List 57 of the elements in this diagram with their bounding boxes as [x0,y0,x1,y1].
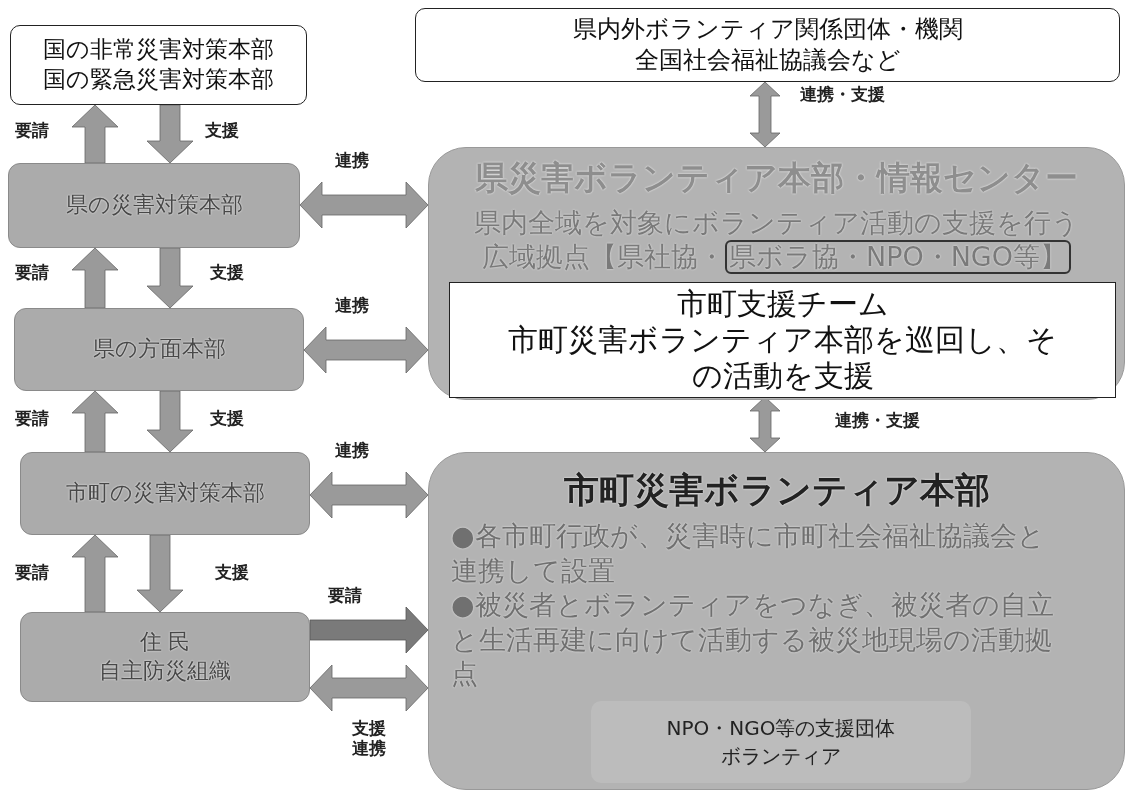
block-arrow [146,247,194,309]
edge-label: 支援 [210,408,244,429]
edge-label: 連携 [335,295,369,316]
block-arrow [299,181,429,229]
block-arrow [309,664,429,712]
bullet-text: ●各市町行政が、災害時に市町社会福祉協議会と連携して設置 [451,519,1046,588]
panel-description: 広域拠点【県社協・ [481,240,725,274]
org-name: 県の災害対策本部 [65,191,243,220]
headquarters-panel [428,452,1125,790]
group-name: NPO・NGO等の支援団体 [666,715,896,742]
edge-label: 要請 [15,562,49,583]
edge-label: 要請 [15,120,49,141]
edge-label: 支援連携 [352,718,387,759]
org-name: 国の緊急災害対策本部 [43,65,274,94]
block-arrow [749,81,781,148]
block-arrow [146,390,194,453]
team-description: 市町災害ボランティア本部を巡回し、その活動を支援 [507,322,1058,394]
edge-label: 連携・支援 [800,84,885,105]
edge-label: 連携 [335,440,369,461]
panel-description: 県内全域を対象にボランティア活動の支援を行う [473,206,1080,240]
team-box [449,282,1116,398]
org-name: 自主防災組織 [99,657,231,685]
org-box [8,163,300,248]
org-box [20,452,310,535]
edge-label: 要請 [15,262,49,283]
org-box [10,25,307,105]
block-arrow [146,104,194,164]
org-name: 国の非常災害対策本部 [43,35,274,65]
block-arrow [309,471,429,519]
org-name: 住 民 [139,628,191,657]
bullet-text: ●被災者とボランティアをつなぎ、被災者の自立と生活再建に向けて活動する被災地現場の活動拠点 [451,588,1055,692]
org-name: 県内外ボランティア関係団体・機関 [572,13,963,45]
block-arrow [71,247,119,309]
org-name: 市町の災害対策本部 [65,479,265,508]
block-arrow [303,326,429,374]
org-box [20,612,310,702]
center-panel [428,147,1125,400]
edge-label: 支援 [210,262,244,283]
org-name: 県の方面本部 [92,335,226,364]
block-arrow [71,390,119,453]
block-arrow [71,534,119,613]
org-box [415,8,1120,82]
team-title: 市町支援チーム [675,286,890,322]
edge-label: 支援 [205,120,239,141]
edge-label: 要請 [328,585,362,606]
group-name: ボランティア [721,743,841,770]
edge-label: 要請 [15,408,49,429]
highlight-box: 県ボラ協・NPO・NGO等】 [724,240,1072,274]
block-arrow [136,534,184,613]
edge-label: 支援 [215,562,249,583]
block-arrow [71,104,119,164]
org-box [14,308,304,391]
edge-label: 連携 [335,150,369,171]
edge-label: 連携・支援 [835,410,920,431]
block-arrow [309,606,429,654]
panel-title: 市町災害ボランティア本部 [562,469,991,512]
org-name: 全国社会福祉協議会など [634,45,901,76]
